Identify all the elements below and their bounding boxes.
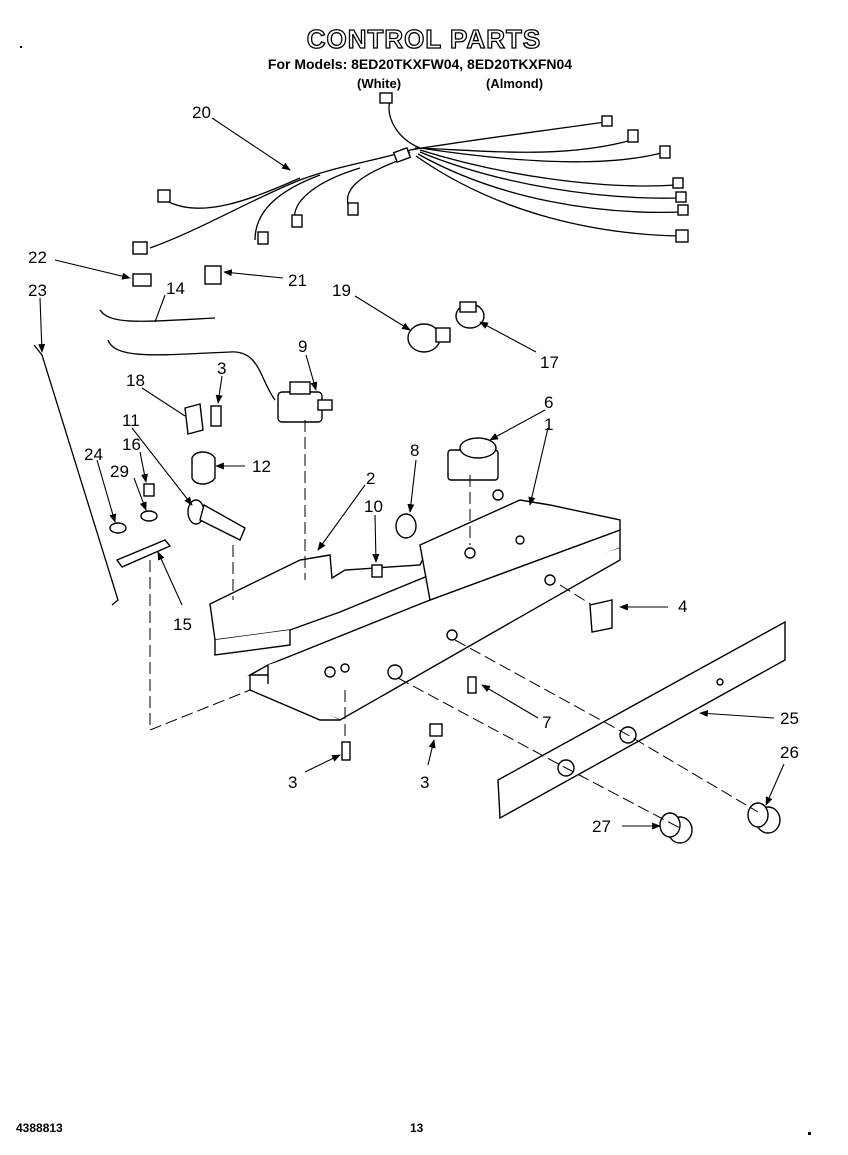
callout-7: 7	[542, 713, 551, 732]
screw-7	[467, 676, 477, 694]
callout-24: 24	[84, 445, 103, 464]
callout-19: 19	[332, 281, 351, 300]
screw-10	[371, 564, 383, 578]
callout-15: 15	[173, 615, 192, 634]
knob-27	[659, 812, 693, 844]
callout-labels: 20 22 21 23 14 19 17 9 3 18 11 12 6 1 8 …	[28, 103, 799, 836]
screw-16	[143, 483, 155, 497]
callout-1: 1	[544, 415, 553, 434]
callout-26: 26	[780, 743, 799, 762]
callout-6: 6	[544, 393, 553, 412]
screw-3-top	[210, 405, 222, 427]
knob-26	[747, 802, 781, 834]
callout-3-top: 3	[217, 359, 226, 378]
rod-23	[33, 344, 119, 606]
switch-4	[589, 599, 613, 633]
callout-18: 18	[126, 371, 145, 390]
alignment-lines	[149, 420, 759, 829]
corner-mark-top	[20, 46, 22, 48]
callout-27: 27	[592, 817, 611, 836]
bracket-18	[184, 403, 204, 435]
light-bulb-19	[407, 323, 451, 353]
bracket-21	[204, 265, 222, 285]
callout-17: 17	[540, 353, 559, 372]
callout-10: 10	[364, 497, 383, 516]
callout-29: 29	[110, 462, 129, 481]
callout-9: 9	[298, 337, 307, 356]
callout-2: 2	[366, 469, 375, 488]
doc-number: 4388813	[16, 1121, 63, 1135]
variant-white-label: (White)	[357, 76, 402, 91]
callout-23: 23	[28, 281, 47, 300]
callout-8: 8	[410, 441, 419, 460]
variant-almond-label: (Almond)	[486, 76, 544, 91]
washer-29	[140, 510, 158, 522]
callout-3-bottom-right: 3	[420, 773, 429, 792]
callout-16: 16	[122, 435, 141, 454]
wiring-harness	[132, 92, 689, 255]
callout-11: 11	[122, 411, 140, 430]
washer-24	[109, 522, 127, 534]
screw-3-bottom-right	[429, 723, 443, 737]
callout-3-bottom-left: 3	[288, 773, 297, 792]
clip-22	[132, 273, 152, 287]
callout-20: 20	[192, 103, 211, 122]
callout-4: 4	[678, 597, 687, 616]
leader-lines	[38, 117, 785, 830]
callout-22: 22	[28, 248, 47, 267]
models-line: For Models: 8ED20TKXFW04, 8ED20TKXFN04	[267, 56, 573, 72]
light-socket-17	[455, 301, 485, 329]
plate-edge	[214, 630, 291, 656]
cold-control-6	[447, 437, 499, 481]
page-title: CONTROL PARTS	[306, 23, 542, 54]
bracket-15	[115, 539, 172, 568]
tube-14	[99, 309, 216, 322]
control-shaft-11	[187, 499, 246, 541]
callout-25: 25	[780, 709, 799, 728]
page-number: 13	[410, 1121, 424, 1135]
callout-21: 21	[288, 271, 307, 290]
screw-3-bottom-left	[341, 741, 351, 761]
sensor-tube	[107, 339, 276, 401]
corner-mark-bottom	[808, 1132, 811, 1135]
control-housing-1	[247, 489, 621, 721]
cap-12	[191, 451, 216, 485]
thermostat-9	[277, 381, 333, 423]
grommet-8	[395, 513, 417, 539]
callout-14: 14	[166, 279, 185, 298]
callout-12: 12	[252, 457, 271, 476]
